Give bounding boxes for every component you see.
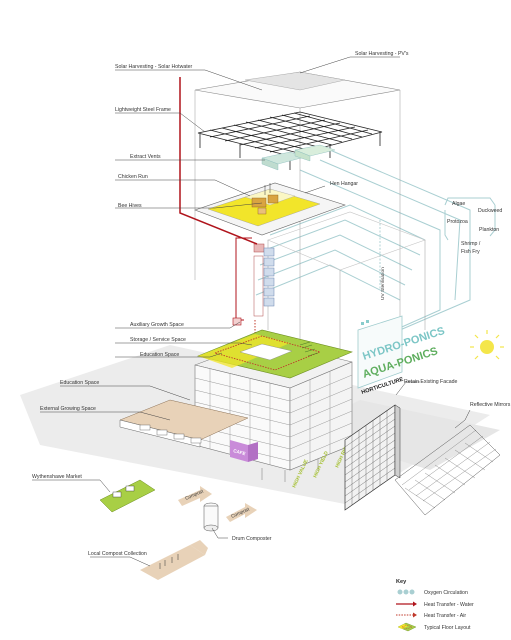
solar-pv-layer [194,71,401,340]
heat-air-arrow-icon [396,612,417,618]
hen-hangar-label: Hen Hangar [330,181,358,187]
retained-facade [344,404,401,511]
retain-facade-label: Retain Existing Facade [404,379,457,385]
aquaponics-food-chain [444,197,496,241]
legend-item-floor-layout: Typical Floor Layout [424,625,471,631]
storage-label: Storage / Service Space [130,337,186,343]
sun-icon [470,330,504,360]
wythenshawe-market [99,479,156,513]
plankton-label: Plankton [479,227,499,233]
extract-vents-label: Extract Vents [130,154,161,160]
farming-panel [357,315,403,389]
legend-item-heat-air: Heat Transfer - Air [424,613,466,619]
reflective-mirrors [394,424,501,516]
external-growing-label: External Growing Space [40,406,96,412]
oxygen-circulation-icon [397,589,415,595]
compost-arrow-label-2: Compost [230,506,251,520]
compost-arrow-out [226,503,257,522]
solar-pv-label: Solar Harvesting - PV's [355,51,409,57]
heat-exchange-stack [253,243,275,317]
heat-water-pipe [179,77,258,326]
compost-arrow-in [178,486,212,506]
cafe-label: CAFE [233,448,246,456]
extract-vents [261,144,336,171]
local-compost-collection [140,540,208,580]
solar-hotwater-label: Solar Harvesting - Solar Hotwater [115,64,193,70]
drum-composter [203,502,219,532]
education-space-label: Education Space [60,380,99,386]
wythenshawe-market-label: Wythenshawe Market [32,474,82,480]
legend: Key Oxygen Circulation Heat Transfer - W… [396,579,474,632]
steel-frame-label: Lightweight Steel Frame [115,107,171,113]
local-compost-label: Local Compost Collection [88,551,147,557]
legend-item-heat-water: Heat Transfer - Water [424,602,474,608]
teal-circulation-lines [255,149,471,331]
drum-composter-label: Drum Composter [232,536,272,542]
education-space-top-label: Education Space [140,352,179,358]
legend-title: Key [396,579,407,585]
uv-sterilisation-label: UV Sterilisation [380,267,386,300]
steel-frame [197,111,383,170]
floor-layout-swatch-icon [397,622,417,632]
shrimp-label: Shrimp / [461,241,481,247]
legend-item-oxygen: Oxygen Circulation [424,590,468,596]
protozoa-label: Protozoa [447,219,468,225]
aux-growth-label: Auxiliary Growth Space [130,322,184,328]
reflective-mirrors-label: Reflective Mirrors [470,402,511,408]
roof-deck [194,182,346,236]
heat-water-arrow-icon [396,601,417,607]
chicken-run-label: Chicken Run [118,174,148,180]
duckweed-label: Duckweed [478,208,502,214]
fish-fry-label: Fish Fry [461,249,480,255]
leader-lines [32,56,471,567]
bee-hives-label: Bee Hives [118,203,142,209]
external-growing-space [119,399,249,448]
algae-label: Algae [452,201,465,207]
tower-frame [267,211,426,350]
